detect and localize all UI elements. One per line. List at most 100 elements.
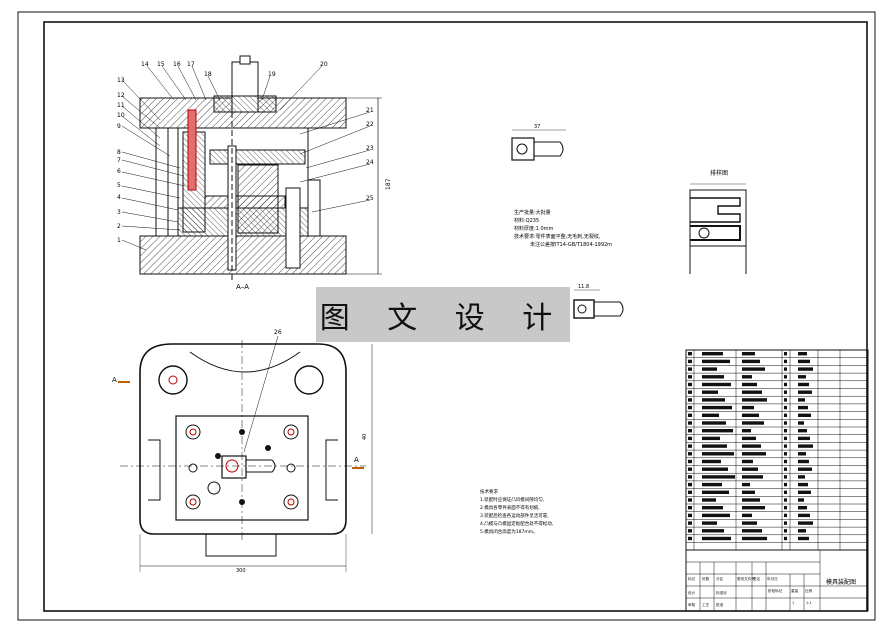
drawing-name: 模具装配图: [826, 578, 856, 586]
svg-text:2: 2: [117, 223, 121, 230]
parts-list-entry-mark: [702, 506, 723, 510]
parts-list-entry-mark: [742, 529, 762, 533]
svg-text:标记: 标记: [688, 576, 696, 581]
parts-list-entry-mark: [742, 467, 758, 471]
svg-text:11: 11: [117, 102, 125, 109]
parts-list-entry-mark: [784, 475, 787, 479]
section-view: 187 A–A: [139, 55, 392, 291]
parts-list-entry-mark: [688, 375, 692, 379]
svg-text:17: 17: [187, 61, 195, 68]
svg-text:审核: 审核: [688, 602, 696, 607]
svg-text:5.模具闭合高度为187mm。: 5.模具闭合高度为187mm。: [480, 528, 538, 535]
svg-text:15: 15: [157, 61, 165, 68]
svg-text:技术要求: 技术要求: [480, 488, 498, 495]
parts-list-entry-mark: [742, 382, 757, 387]
svg-text:16: 16: [173, 61, 181, 68]
parts-list-entry-mark: [742, 429, 751, 433]
svg-text:3.装配后检查各运动部件灵活可靠,: 3.装配后检查各运动部件灵活可靠,: [480, 512, 549, 519]
parts-list-entries: [688, 352, 813, 541]
svg-text:10: 10: [117, 112, 125, 119]
parts-list-entry-mark: [798, 375, 806, 379]
parts-list-entry-mark: [688, 506, 692, 510]
svg-text:阶段标记: 阶段标记: [768, 588, 783, 593]
parts-list-entry-mark: [784, 536, 787, 541]
svg-text:7: 7: [117, 157, 121, 164]
parts-list-entry-mark: [688, 467, 692, 471]
parts-list-entry-mark: [784, 390, 787, 394]
parts-list-entry-mark: [798, 467, 812, 471]
parts-list-entry-mark: [798, 398, 805, 402]
plan-width-dimension: 300: [236, 568, 246, 574]
parts-list-entry-mark: [798, 413, 811, 417]
screw-holes: [185, 424, 299, 510]
parts-list-entry-mark: [688, 521, 692, 525]
parts-list-entry-mark: [702, 359, 730, 364]
parts-list-entry-mark: [798, 521, 813, 525]
parts-list-entry-mark: [742, 390, 762, 394]
parts-list-entry-mark: [702, 375, 724, 379]
svg-text:5: 5: [117, 182, 121, 189]
tech-notes-top: 生产批量:大批量 材料:Q235 材料厚度:1.0mm 技术要求:零件表面平整,…: [514, 209, 612, 248]
parts-list-entry-mark: [688, 536, 692, 541]
parts-list-entry-mark: [688, 421, 692, 425]
parts-list-entry-mark: [784, 506, 787, 510]
parts-list-entry-mark: [688, 436, 692, 441]
parts-list-entry-mark: [702, 352, 723, 356]
parts-list-entry-mark: [688, 382, 692, 387]
part-small-dimension: 11.8: [578, 284, 589, 290]
svg-text:1:1: 1:1: [806, 601, 812, 605]
parts-list-entry-mark: [798, 529, 806, 533]
svg-text:24: 24: [366, 159, 374, 166]
parts-list-entry-mark: [798, 459, 809, 464]
parts-list-entry-mark: [784, 482, 787, 487]
parts-list-entry-mark: [784, 452, 787, 456]
parts-list-entry-mark: [742, 421, 764, 425]
parts-list-entry-mark: [742, 436, 756, 441]
parts-list-entry-mark: [784, 521, 787, 525]
parts-list-entry-mark: [688, 444, 692, 448]
parts-list-entry-mark: [798, 482, 808, 487]
parts-list-entry-mark: [784, 359, 787, 364]
parts-list-entry-mark: [798, 536, 809, 541]
parts-list-entry-mark: [784, 398, 787, 402]
section-marker-left: A: [112, 376, 117, 384]
parts-list-entry-mark: [784, 367, 787, 371]
parts-list-entry-mark: [742, 359, 760, 364]
pins: [215, 429, 271, 505]
parts-list-entry-mark: [742, 352, 755, 356]
parts-list-entry-mark: [688, 452, 692, 456]
svg-text:4: 4: [117, 194, 121, 201]
parts-list-entry-mark: [688, 475, 692, 479]
svg-text:1: 1: [792, 601, 794, 605]
svg-text:12: 12: [117, 92, 125, 99]
parts-list-entry-mark: [784, 513, 787, 518]
svg-text:21: 21: [366, 107, 374, 114]
plan-height-dimension: 40: [362, 434, 368, 440]
parts-list-entry-mark: [702, 398, 725, 402]
parts-list-entry-mark: [742, 536, 767, 541]
title-block-text: 标记 处数 分区 更改文件号 签名 年月日 设计 标准化 审核 工艺 批准 阶段…: [688, 576, 813, 607]
title-block: [685, 549, 869, 612]
parts-list-entry-mark: [688, 529, 692, 533]
parts-list-entry-mark: [688, 490, 692, 494]
svg-text:生产批量:大批量: 生产批量:大批量: [514, 209, 551, 216]
strip-layout-title: 排样图: [710, 169, 728, 177]
parts-list-entry-mark: [688, 413, 692, 417]
parts-list-entry-mark: [702, 521, 717, 525]
svg-text:6: 6: [117, 168, 121, 175]
parts-list-entry-mark: [798, 367, 813, 371]
part-number-leaders: [121, 65, 371, 453]
parts-list-entry-mark: [702, 536, 731, 541]
parts-list-entry-mark: [688, 405, 692, 410]
parts-list-entry-mark: [798, 436, 810, 441]
parts-list-entry-mark: [688, 513, 692, 518]
svg-text:3: 3: [117, 209, 121, 216]
svg-text:13: 13: [117, 77, 125, 84]
parts-list-entry-mark: [702, 482, 722, 487]
parts-list-entry-mark: [742, 398, 767, 402]
svg-text:20: 20: [320, 61, 328, 68]
parts-list-entry-mark: [702, 475, 735, 479]
parts-list-entry-mark: [798, 498, 804, 502]
parts-list-entry-mark: [742, 413, 759, 417]
